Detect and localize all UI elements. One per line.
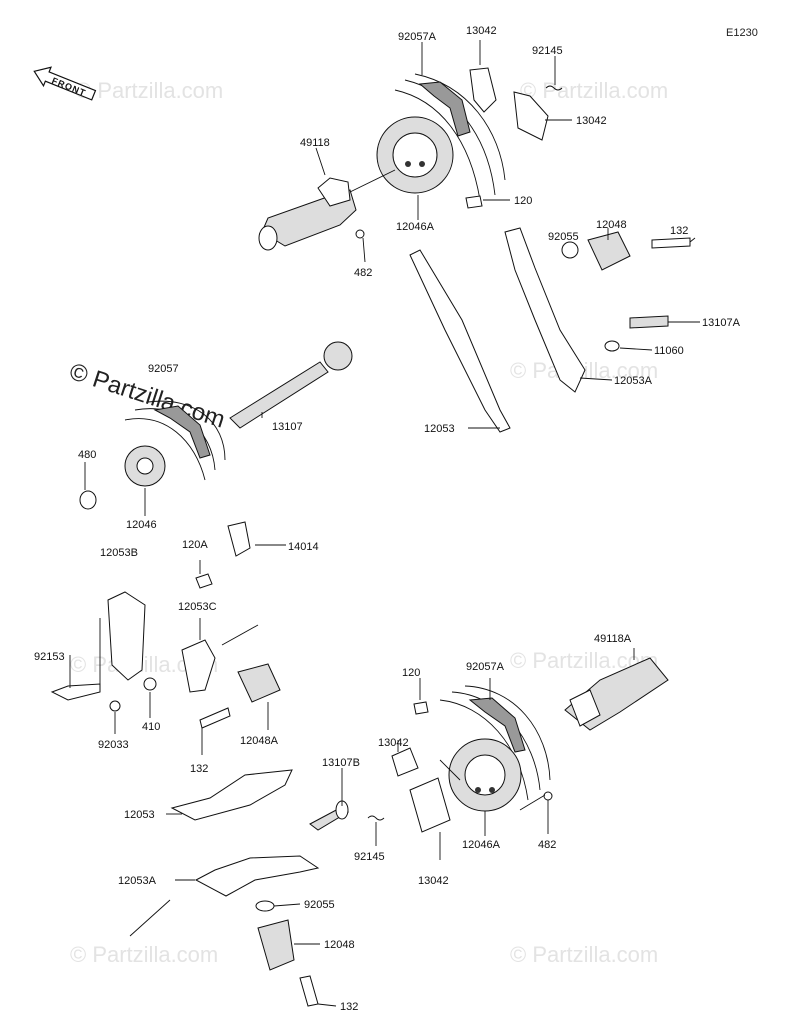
part-label: 92057A — [398, 31, 437, 43]
part-labels: 92057A 13042 92145 13042 49118 120 12046… — [34, 25, 741, 1013]
decompressor-weight-13042 — [409, 777, 451, 833]
chain-guide-12053B — [107, 591, 146, 681]
part-label: 12048 — [596, 219, 627, 231]
part-label: 92055 — [304, 899, 335, 911]
bolt-92153 — [50, 683, 101, 701]
pin-482 — [355, 229, 365, 239]
part-label: 12053A — [118, 875, 157, 887]
part-label: 11060 — [654, 345, 684, 357]
watermark: © Partzilla.com — [70, 942, 218, 967]
top-cam-assembly — [258, 40, 572, 263]
part-label: 14014 — [288, 541, 319, 553]
shaft-13107 — [229, 361, 329, 429]
part-label: 12048 — [324, 939, 355, 951]
part-label: 12053 — [424, 423, 455, 435]
tensioner-12048A — [237, 663, 281, 703]
part-label: 49118 — [300, 137, 330, 149]
guide-12053C — [181, 639, 216, 693]
bolt-120A — [195, 573, 213, 589]
part-label: 12046 — [126, 519, 157, 531]
part-label: 12048A — [240, 735, 279, 747]
bolt-120 — [413, 701, 429, 715]
o-ring-92055 — [561, 241, 579, 259]
sprocket — [323, 341, 353, 371]
part-label: 120 — [402, 667, 420, 679]
timing-chain-92057A — [418, 81, 471, 137]
timing-chain-92057 — [153, 405, 211, 459]
watermark: © Partzilla.com — [75, 78, 223, 103]
part-label: 92145 — [532, 45, 563, 57]
plate-14014 — [227, 521, 251, 557]
part-label: 92033 — [98, 739, 129, 751]
decompressor-weight-13042 — [513, 91, 549, 141]
part-label: 12053A — [614, 375, 653, 387]
tensioner-12048 — [587, 231, 631, 271]
washer-11060 — [604, 340, 620, 352]
watermarks: © Partzilla.com © Partzilla.com © Partzi… — [70, 78, 668, 967]
part-label: 132 — [340, 1001, 358, 1013]
part-label: 92055 — [548, 231, 579, 243]
bolt-13107A — [629, 315, 669, 329]
spring-92145 — [367, 815, 385, 821]
decompressor-weight-13042 — [391, 747, 419, 777]
part-label: 13107A — [702, 317, 741, 329]
diagram-code: E1230 — [726, 27, 758, 39]
part-label: 92057A — [466, 661, 505, 673]
washer-410 — [143, 677, 157, 691]
part-label: 13042 — [466, 25, 497, 37]
part-label: 12053 — [124, 809, 155, 821]
part-label: 410 — [142, 721, 160, 733]
bolt-132 — [199, 707, 231, 729]
part-label: 13107B — [322, 757, 360, 769]
chain-guide-12053 — [409, 249, 511, 433]
spring-92145 — [545, 85, 563, 91]
circlip-480 — [79, 490, 97, 510]
tensioner-guide-12053A — [194, 855, 320, 897]
watermark: © Partzilla.com — [510, 942, 658, 967]
part-label: 12053B — [100, 547, 138, 559]
part-label: 92057 — [148, 363, 179, 375]
pin-482 — [543, 791, 553, 801]
part-label: 13042 — [378, 737, 409, 749]
part-label: 120A — [182, 539, 208, 551]
o-ring-92055 — [255, 900, 275, 912]
part-label: 13042 — [418, 875, 449, 887]
part-label: 132 — [190, 763, 208, 775]
part-label: 92145 — [354, 851, 385, 863]
tensioner-12048 — [257, 919, 295, 971]
part-label: 12046A — [396, 221, 435, 233]
balancer-assembly — [79, 341, 353, 516]
part-label: 49118A — [594, 633, 632, 645]
part-label: 12053C — [178, 601, 217, 613]
part-label: 92153 — [34, 651, 65, 663]
part-label: 480 — [78, 449, 96, 461]
part-label: 12046A — [462, 839, 501, 851]
chain-guide-12053 — [170, 769, 293, 821]
timing-chain-92057A — [468, 697, 526, 753]
bolt-132 — [299, 975, 319, 1007]
top-chain-guides — [409, 227, 700, 433]
tensioner-guide-12053A — [504, 227, 586, 393]
decompressor-weight-13042 — [469, 67, 497, 113]
part-label: 132 — [670, 225, 688, 237]
middle-guides — [50, 521, 286, 755]
bolt-132 — [651, 237, 691, 249]
part-label: 13042 — [576, 115, 607, 127]
bolt-120 — [465, 195, 483, 209]
part-label: 482 — [354, 267, 372, 279]
bottom-cam-assembly — [129, 648, 669, 1007]
part-label: 482 — [538, 839, 556, 851]
part-label: 120 — [514, 195, 532, 207]
watermark: © Partzilla.com — [520, 78, 668, 103]
pin-92033 — [109, 700, 121, 712]
part-label: 13107 — [272, 421, 303, 433]
